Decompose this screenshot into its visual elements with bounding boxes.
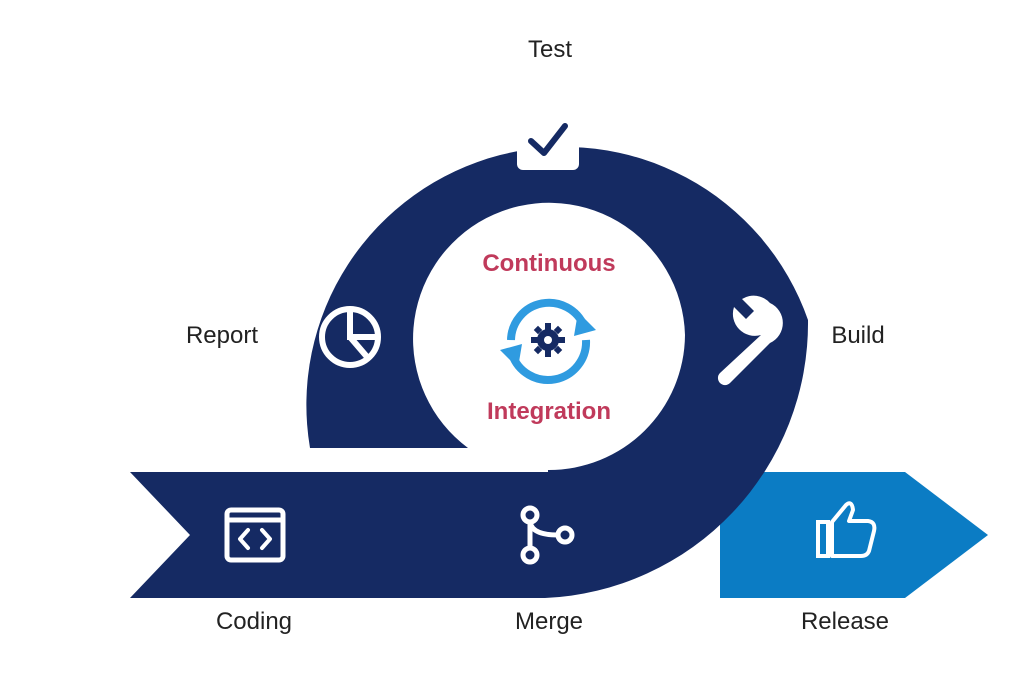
code-brackets-icon <box>224 507 286 563</box>
git-merge-icon <box>520 505 575 565</box>
stage-label-release: Release <box>800 608 890 635</box>
stage-label-coding: Coding <box>215 608 293 635</box>
pie-chart-icon <box>319 306 381 368</box>
spiral-inner-hole <box>310 202 685 472</box>
release-arrow <box>720 472 988 598</box>
wrench-icon <box>717 295 783 386</box>
gear-cycle-icon <box>500 298 596 384</box>
thumbs-up-icon <box>816 501 877 558</box>
center-title-line2: Integration <box>487 398 611 425</box>
center-title-line1: Continuous <box>482 250 616 277</box>
stage-label-report: Report <box>185 322 259 349</box>
stage-label-test: Test <box>527 36 573 63</box>
check-square-icon <box>517 108 579 170</box>
stage-label-build: Build <box>831 322 885 349</box>
stage-label-merge: Merge <box>514 608 584 635</box>
